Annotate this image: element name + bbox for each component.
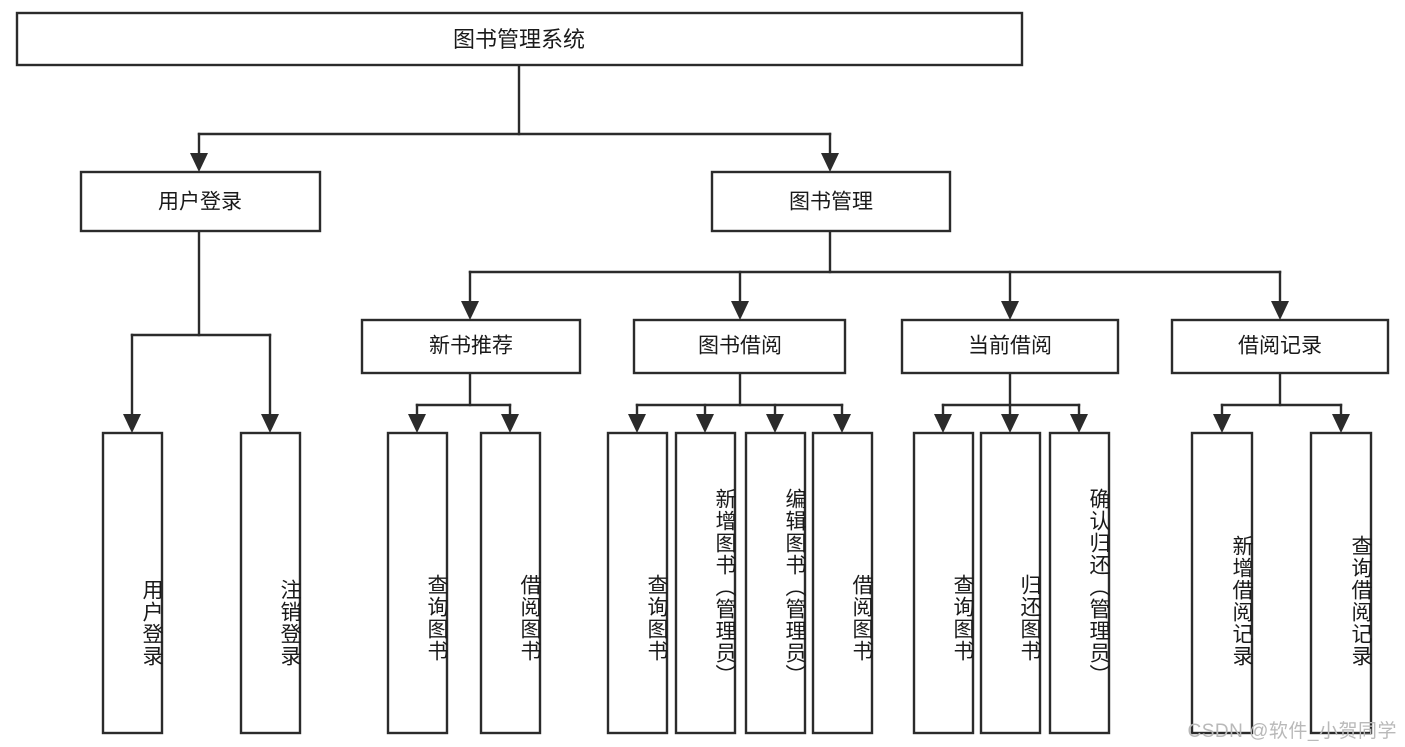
leaf-box-record-1[interactable] <box>1190 431 1254 735</box>
arrow-borrow-leaf-2 <box>696 414 714 433</box>
arrow-borrow-leaf-1 <box>628 414 646 433</box>
arrow-borrow-leaf-3 <box>766 414 784 433</box>
node-user-login[interactable] <box>79 170 322 233</box>
arrow-bookmgmt-to-newbook <box>461 301 479 320</box>
arrow-record-leaf-1 <box>1213 414 1231 433</box>
arrow-userlogin-leaf-2 <box>261 414 279 433</box>
leaf-box-current-1[interactable] <box>912 431 975 735</box>
leaf-box-borrow-1[interactable] <box>606 431 669 735</box>
arrow-current-leaf-2 <box>1001 414 1019 433</box>
node-current-borrow-label: 当前借阅 <box>968 335 1052 358</box>
leaf-box-current-3[interactable] <box>1048 431 1111 735</box>
arrow-newbook-leaf-2 <box>501 414 519 433</box>
node-book-management-label: 图书管理 <box>789 191 873 214</box>
arrow-bookmgmt-to-borrow <box>731 301 749 320</box>
leaf-box-current-2[interactable] <box>979 431 1042 735</box>
leaf-box-borrow-3[interactable] <box>744 431 807 735</box>
node-root[interactable] <box>15 11 1024 67</box>
leaf-box-newbook-1[interactable] <box>386 431 449 735</box>
node-book-borrow-label: 图书借阅 <box>698 335 782 358</box>
leaf-box-user-login-2[interactable] <box>239 431 302 735</box>
leaf-box-borrow-4[interactable] <box>811 431 874 735</box>
node-new-book-recommend[interactable] <box>360 318 582 375</box>
arrow-bookmgmt-to-record <box>1271 301 1289 320</box>
arrow-current-leaf-1 <box>934 414 952 433</box>
leaf-box-record-2[interactable] <box>1309 431 1373 735</box>
leaf-box-borrow-2[interactable] <box>674 431 737 735</box>
node-book-borrow[interactable] <box>632 318 847 375</box>
node-root-label: 图书管理系统 <box>453 27 585 52</box>
arrow-record-leaf-2 <box>1332 414 1350 433</box>
arrow-root-to-bookmgmt <box>821 153 839 172</box>
arrow-userlogin-leaf-1 <box>123 414 141 433</box>
node-current-borrow[interactable] <box>900 318 1120 375</box>
arrow-newbook-leaf-1 <box>408 414 426 433</box>
csdn-watermark: CSDN @软件_小贺同学 <box>1187 721 1397 742</box>
node-book-management[interactable] <box>710 170 952 233</box>
arrow-bookmgmt-to-current <box>1001 301 1019 320</box>
arrow-current-leaf-3 <box>1070 414 1088 433</box>
leaf-box-user-login-1[interactable] <box>101 431 164 735</box>
node-borrow-record-label: 借阅记录 <box>1238 335 1322 358</box>
arrow-borrow-leaf-4 <box>833 414 851 433</box>
node-new-book-recommend-label: 新书推荐 <box>429 335 513 358</box>
leaf-box-newbook-2[interactable] <box>479 431 542 735</box>
arrow-root-to-userlogin <box>190 153 208 172</box>
node-borrow-record[interactable] <box>1170 318 1390 375</box>
node-user-login-label: 用户登录 <box>158 191 242 214</box>
